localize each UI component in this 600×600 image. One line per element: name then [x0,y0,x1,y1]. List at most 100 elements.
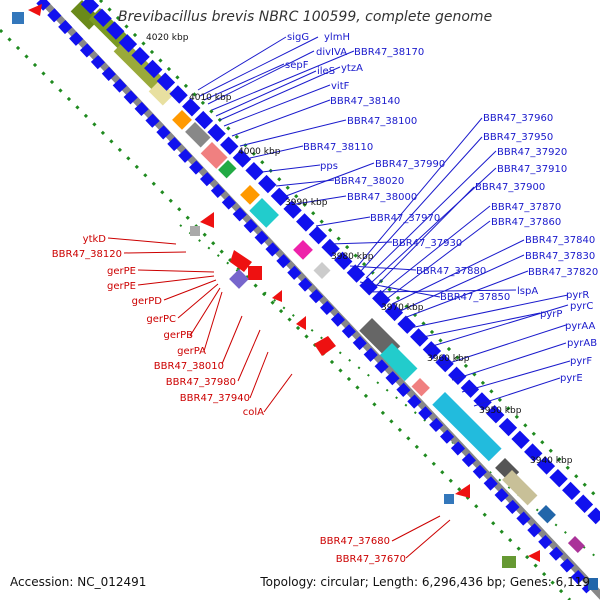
gene-label: ileS [317,66,335,77]
gene-label: pyrAA [565,321,595,332]
gene-label: pyrE [560,373,583,384]
gene-label: BBR47_37850 [440,292,510,303]
tick-label: 3950 kbp [479,406,522,416]
topology-text: Topology: circular; Length: 6,296,436 bp… [260,575,590,589]
band-block [379,343,418,382]
tick-label: 4020 kbp [146,33,189,43]
gene-label: BBR47_38170 [354,47,424,58]
gene-label: ytkD [83,234,107,245]
plus-label-connectors [197,36,571,407]
gene-label: ylmH [324,32,350,43]
gene-label: gerPE [107,281,136,292]
band-block [148,80,175,106]
feature-block [12,12,24,24]
tick-label: 3970 kbp [381,303,424,313]
gene-label: BBR47_38000 [347,192,417,203]
gene-label: gerPB [163,330,193,341]
gene-label: gerPA [177,346,206,357]
feature-arrow [200,212,214,228]
tick-label: 4000 kbp [238,147,281,157]
feature-arrow [528,550,540,562]
gene-label: vitF [331,81,350,92]
band-block [249,198,279,228]
gene-label: BBR47_37960 [483,113,553,124]
feature-arrow [455,484,470,498]
feature-block [444,494,454,504]
map-title: Brevibacillus brevis NBRC 100599, comple… [118,9,493,25]
feature-arrow [230,250,252,272]
kbp-ticks: 4020 kbp 4010 kbp 4000 kbp 3990 kbp 3980… [146,33,573,466]
band-block [218,160,237,179]
gene-label: BBR47_37820 [528,267,598,278]
feature-block [229,269,249,289]
gene-label: pyrAB [567,338,597,349]
band-block [313,262,331,279]
minus-strand-features [28,4,540,562]
band-block [432,392,502,462]
gene-label: pyrP [540,309,562,320]
gene-label: gerPD [132,296,163,307]
guide-dots-outer-plus [98,0,600,502]
tick-label: 3990 kbp [285,198,328,208]
gene-label: divIVA [316,47,347,58]
gene-label: gerPE [107,266,136,277]
gene-label: pyrR [566,290,589,301]
annotation-band [70,0,585,553]
plus-gene-labels: sigG ylmH sepF divIVA BBR47_38170 ileS y… [285,32,598,384]
gene-label: pyrC [570,301,593,312]
band-block [293,240,313,260]
gene-label: BBR47_37900 [475,182,545,193]
gene-label: ytzA [341,63,363,74]
gene-label: sepF [285,60,309,71]
gene-label: BBR47_37980 [166,377,236,388]
gene-label: BBR47_37830 [525,251,595,262]
gene-label: BBR47_37870 [491,202,561,213]
gene-label: BBR47_37840 [525,235,595,246]
tick-label: 3960 kbp [427,354,470,364]
gene-label: pps [320,161,338,172]
feature-block [588,578,598,590]
feature-arrow [28,4,42,16]
band-block [200,142,228,169]
band-block [567,536,585,553]
gene-label: BBR47_37680 [320,536,390,547]
gene-label: BBR47_37920 [497,147,567,158]
gene-label: BBR47_37950 [483,132,553,143]
gene-label: colA [243,407,264,418]
gene-label: BBR47_37990 [375,159,445,170]
gene-label: BBR47_38120 [52,249,122,260]
genome-backbone [39,0,600,600]
feature-block [190,226,200,236]
gene-label: BBR47_37670 [336,554,406,565]
gene-label: pyrF [570,356,592,367]
gene-label: BBR47_37860 [491,217,561,228]
feature-arrow [248,266,262,280]
tick-label: 3940 kbp [530,456,573,466]
gene-label: BBR47_38100 [347,116,417,127]
tick-label: 3980 kbp [331,252,374,262]
band-block [537,504,556,524]
gene-label: BBR47_37930 [392,238,462,249]
gene-label: BBR47_37940 [180,393,250,404]
gene-label: BBR47_37880 [416,266,486,277]
gene-label: sigG [287,32,309,43]
band-block [411,378,430,397]
minus-gene-labels: ytkD BBR47_38120 gerPE gerPE gerPD gerPC… [52,234,406,565]
feature-block [502,556,516,568]
band-block [240,185,260,205]
minus-label-connectors [107,237,451,559]
tick-label: 4010 kbp [189,93,232,103]
gene-label: BBR47_38010 [154,361,224,372]
gene-label: BBR47_38140 [330,96,400,107]
feature-arrow [314,336,336,356]
guide-dots-outer-minus [0,28,572,600]
plus-strand-track [80,0,600,525]
gene-label: BBR47_38110 [303,142,373,153]
gene-label: lspA [517,286,538,297]
gene-label: gerPC [146,314,176,325]
gene-label: BBR47_37970 [370,213,440,224]
feature-arrow [296,316,306,330]
feature-arrow [272,290,282,302]
